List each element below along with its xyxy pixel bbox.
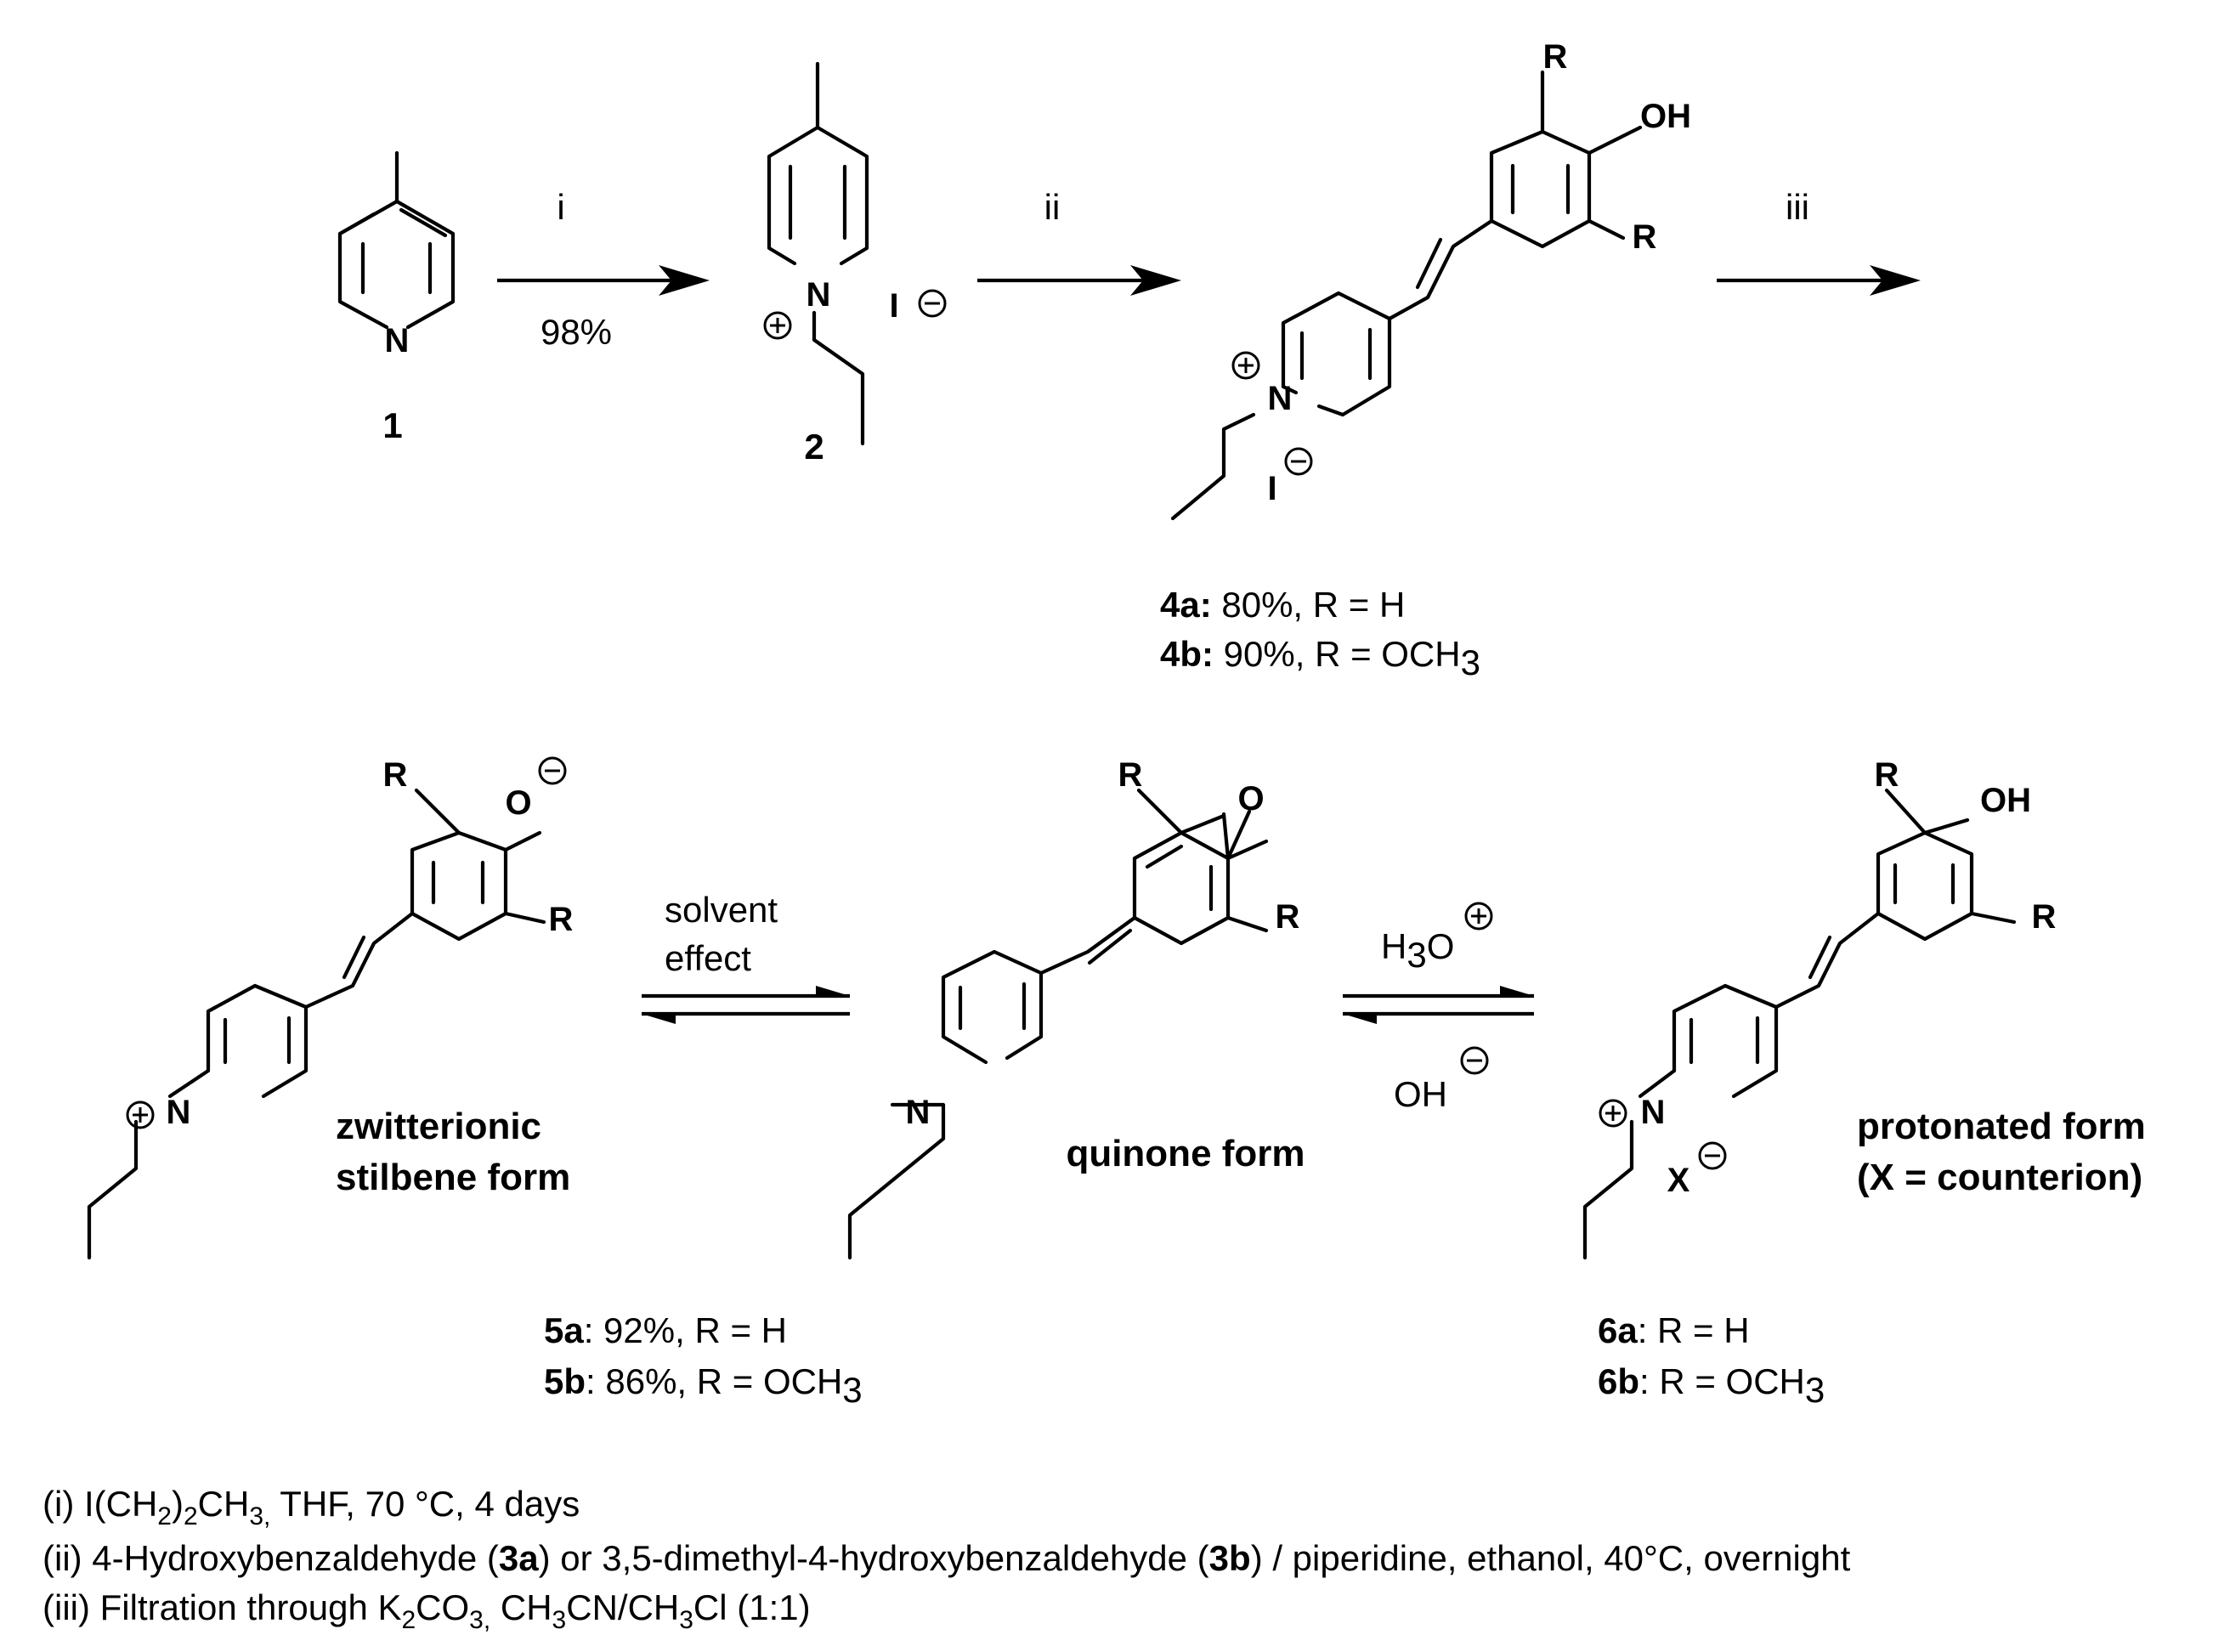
zwitterionic-form-label-line1: zwitterionic [336, 1106, 541, 1147]
negative-charge-icon [1284, 447, 1313, 476]
positive-charge-icon [1231, 351, 1260, 380]
negative-charge-icon [918, 289, 947, 318]
atom-iodide: I [889, 287, 898, 325]
quinone-form-label: quinone form [1066, 1133, 1305, 1174]
atom-N: N [167, 1094, 191, 1131]
reaction-arrow-iii [1717, 265, 1921, 296]
condition-line-iii: (iii) Filtration through K2CO3, CH3CN/CH… [42, 1587, 811, 1634]
hydronium-label: H3O [1381, 926, 1454, 975]
substituent-R: R [1276, 898, 1300, 936]
hydroxide-label: OH [1394, 1074, 1447, 1114]
substituent-R: R [1875, 756, 1899, 794]
compound-1-label: 1 [382, 405, 402, 445]
condition-line-i: (i) I(CH2)2CH3, THF, 70 °C, 4 days [42, 1484, 580, 1530]
substituent-R: R [1118, 756, 1143, 794]
protonated-form-label-line2: (X = counterion) [1857, 1157, 2142, 1198]
substituent-R: R [1633, 218, 1657, 256]
positive-charge-icon [1464, 902, 1493, 931]
compound-5a-yield: 5a: 92%, R = H [544, 1310, 787, 1350]
substituent-R: R [1543, 38, 1568, 76]
negative-charge-icon [538, 756, 567, 785]
compound-5b-yield: 5b: 86%, R = OCH3 [544, 1361, 863, 1410]
zwitterionic-stilbene-structure: R O R N [87, 756, 574, 1260]
protonated-form-structure: R OH R N X [1582, 756, 2057, 1260]
substituent-R: R [2032, 898, 2057, 936]
compound-4a-yield: 4a: 80%, R = H [1160, 585, 1405, 625]
atom-N: N [385, 322, 410, 359]
substituent-R: R [549, 901, 574, 938]
hydroxyl-group: OH [1980, 782, 2031, 819]
step-i-yield: 98% [541, 312, 612, 352]
condition-line-ii: (ii) 4-Hydroxybenzaldehyde (3a) or 3,5-d… [42, 1538, 1851, 1578]
step-iii-label: iii [1786, 187, 1809, 227]
compound-6a-label: 6a: R = H [1598, 1310, 1750, 1350]
equilibrium-arrow-solvent [642, 986, 850, 1024]
phenoxide-oxygen: O [505, 784, 531, 822]
protonated-form-label-line1: protonated form [1857, 1106, 2146, 1147]
positive-charge-icon [763, 311, 792, 340]
negative-charge-icon [1698, 1141, 1727, 1170]
compound-2-label: 2 [804, 427, 824, 467]
compound-2-structure: N I [763, 61, 947, 446]
atom-N: N [807, 276, 831, 314]
step-ii-label: ii [1044, 187, 1061, 227]
atom-N: N [1268, 380, 1293, 417]
counterion-X: X [1667, 1162, 1690, 1199]
substituent-R: R [383, 756, 408, 794]
step-i-label: i [557, 187, 564, 227]
compound-6b-label: 6b: R = OCH3 [1598, 1361, 1825, 1410]
carbonyl-oxygen: O [1237, 780, 1264, 818]
hydroxyl-group: OH [1640, 98, 1691, 135]
negative-charge-icon [1460, 1046, 1489, 1075]
compound-4b-yield: 4b: 90%, R = OCH3 [1160, 634, 1480, 682]
equilibrium-arrow-acid-base [1343, 986, 1534, 1024]
reaction-arrow-i [497, 265, 710, 296]
compound-4-structure: R OH R N I [1170, 38, 1691, 521]
positive-charge-icon [126, 1100, 155, 1129]
zwitterionic-form-label-line2: stilbene form [336, 1157, 570, 1198]
atom-N: N [906, 1094, 931, 1131]
solvent-effect-label-line1: solvent [665, 890, 778, 930]
positive-charge-icon [1599, 1099, 1627, 1128]
atom-iodide: I [1267, 470, 1276, 507]
reaction-arrow-ii [977, 265, 1181, 296]
compound-1-structure: N [337, 150, 456, 359]
quinone-form-structure: R O R N [847, 756, 1300, 1260]
solvent-effect-label-line2: effect [665, 938, 751, 978]
atom-N: N [1641, 1094, 1666, 1131]
